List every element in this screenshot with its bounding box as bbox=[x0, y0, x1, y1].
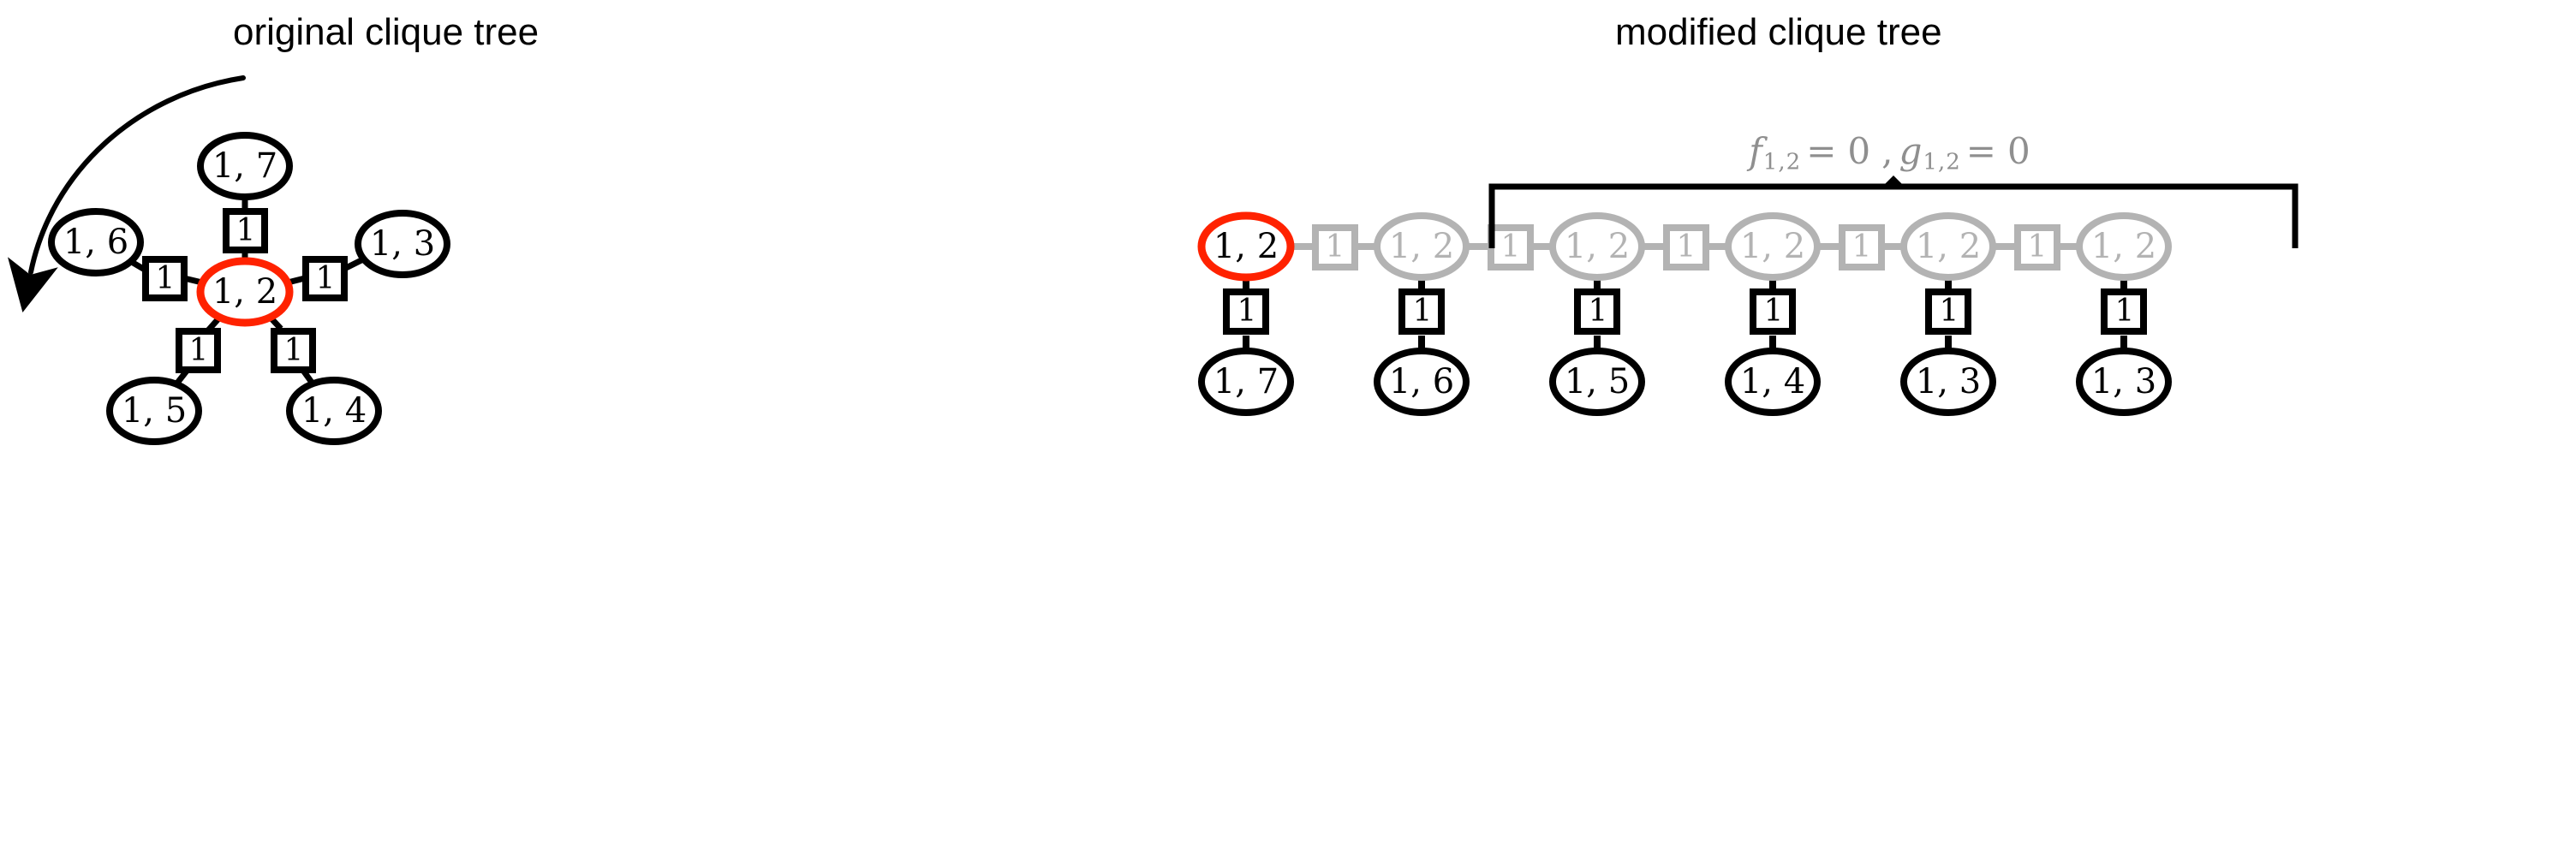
ghost-clique-node-3[interactable] bbox=[1549, 212, 1645, 281]
modified-leaf-label-1-3: 1, 3 bbox=[1915, 362, 1982, 401]
modified-clique-node-1-5[interactable] bbox=[1549, 348, 1645, 416]
modified-leaf-label-1-4: 1, 4 bbox=[1739, 362, 1806, 401]
transformation-arrow bbox=[8, 75, 246, 313]
modified-clique-label-root: 1, 2 bbox=[1213, 227, 1279, 266]
panel-title-modified: modified clique tree bbox=[1615, 11, 1942, 53]
modified-clique-node-1-4[interactable] bbox=[1725, 348, 1821, 416]
ghost-clique-node-4[interactable] bbox=[1725, 212, 1821, 281]
formula-f-symbol: f bbox=[1749, 129, 1763, 172]
separator-node-upper-right[interactable] bbox=[302, 256, 348, 301]
ghost-separator-label-4: 1 bbox=[1852, 229, 1872, 265]
clique-label-center-1-2: 1, 2 bbox=[212, 272, 278, 312]
separator-node-upper-left[interactable] bbox=[142, 256, 188, 301]
formula-g-symbol: g bbox=[1899, 129, 1923, 172]
ghost-separator-3[interactable] bbox=[1663, 224, 1709, 271]
leaf-separator-label-1-7: 1 bbox=[1237, 294, 1257, 329]
formula-f-subscript: 1,2 bbox=[1762, 149, 1802, 175]
clique-node-center-1-2[interactable] bbox=[196, 257, 294, 327]
modified-clique-node-last[interactable] bbox=[2076, 348, 2172, 416]
modified-leaf-label-1-6: 1, 6 bbox=[1388, 362, 1455, 401]
leaf-separator-last[interactable] bbox=[2101, 288, 2147, 335]
modified-ghost-separators bbox=[1312, 224, 2060, 271]
ghost-clique-node-2[interactable] bbox=[1374, 212, 1470, 281]
ghost-separator-label-1: 1 bbox=[1325, 229, 1345, 265]
clique-node-1-4[interactable] bbox=[286, 377, 382, 445]
leaf-separator-1-5[interactable] bbox=[1574, 288, 1620, 335]
leaf-separator-label-last: 1 bbox=[2114, 294, 2135, 329]
modified-leaf-label-last: 1, 3 bbox=[2090, 362, 2157, 401]
separator-label-upper-right: 1 bbox=[315, 261, 336, 296]
ghost-clique-label-5: 1, 2 bbox=[1915, 227, 1982, 266]
ghost-separator-label-2: 1 bbox=[1500, 229, 1521, 265]
leaf-separator-label-1-4: 1 bbox=[1763, 294, 1784, 329]
separator-node-lower-left[interactable] bbox=[176, 328, 221, 373]
modified-leaf-label-1-5: 1, 5 bbox=[1564, 362, 1631, 401]
separator-node-up[interactable] bbox=[223, 208, 268, 253]
ghost-clique-node-5[interactable] bbox=[1900, 212, 1996, 281]
ghost-separator-label-3: 1 bbox=[1676, 229, 1696, 265]
separator-label-up: 1 bbox=[236, 213, 256, 248]
leaf-separator-1-3[interactable] bbox=[1925, 288, 1971, 335]
clique-label-1-3: 1, 3 bbox=[369, 224, 436, 264]
separator-label-lower-left: 1 bbox=[188, 333, 209, 368]
separator-node-lower-right[interactable] bbox=[271, 328, 316, 373]
separator-label-lower-right: 1 bbox=[283, 333, 304, 368]
leaf-separator-1-7[interactable] bbox=[1223, 288, 1269, 335]
formula-f-value: 0 bbox=[1847, 129, 1872, 172]
modified-clique-node-1-3[interactable] bbox=[1900, 348, 1996, 416]
formula-equals-2: = bbox=[1965, 129, 1998, 172]
ghost-clique-label-2: 1, 2 bbox=[1388, 227, 1455, 266]
ghost-clique-label-4: 1, 2 bbox=[1739, 227, 1806, 266]
clique-label-1-7: 1, 7 bbox=[212, 146, 278, 186]
clique-node-1-7[interactable] bbox=[197, 132, 293, 200]
ghost-separator-4[interactable] bbox=[1839, 224, 1885, 271]
modified-clique-node-1-6[interactable] bbox=[1374, 348, 1470, 416]
formula-g-value: 0 bbox=[2007, 129, 2031, 172]
clique-node-1-6[interactable] bbox=[48, 208, 144, 276]
ghost-clique-label-3: 1, 2 bbox=[1564, 227, 1631, 266]
formula-comma: , bbox=[1881, 129, 1894, 172]
panel-title-original: original clique tree bbox=[233, 11, 540, 53]
clique-label-1-4: 1, 4 bbox=[301, 391, 367, 431]
leaf-separator-label-1-3: 1 bbox=[1939, 294, 1959, 329]
original-leaf-cliques bbox=[48, 132, 450, 445]
ghost-clique-node-6[interactable] bbox=[2076, 212, 2172, 281]
formula-equals-1: = bbox=[1806, 129, 1838, 172]
separator-label-upper-left: 1 bbox=[155, 261, 176, 296]
modified-leaf-label-1-7: 1, 7 bbox=[1213, 362, 1279, 401]
modified-leaf-cliques bbox=[1198, 348, 2172, 416]
leaf-separator-label-1-6: 1 bbox=[1412, 294, 1433, 329]
ghost-separator-label-5: 1 bbox=[2027, 229, 2048, 265]
leaf-separator-1-4[interactable] bbox=[1750, 288, 1796, 335]
clique-label-1-5: 1, 5 bbox=[121, 391, 188, 431]
leaf-separator-1-6[interactable] bbox=[1398, 288, 1445, 335]
formula-g-subscript: 1,2 bbox=[1923, 149, 1961, 175]
modified-leaf-separators bbox=[1223, 288, 2147, 335]
clique-node-1-5[interactable] bbox=[106, 377, 202, 445]
modified-clique-node-root-1-2[interactable] bbox=[1197, 211, 1295, 282]
clique-label-1-6: 1, 6 bbox=[63, 223, 129, 262]
ghost-clique-label-6: 1, 2 bbox=[2090, 227, 2157, 266]
annotation-formula: f1,2=0,g1,2=0 bbox=[1749, 130, 2036, 175]
ghost-separator-1[interactable] bbox=[1312, 224, 1358, 271]
original-separators bbox=[142, 208, 348, 373]
annotation-brace bbox=[1488, 175, 2299, 248]
modified-ghost-cliques bbox=[1374, 212, 2172, 281]
modified-clique-node-1-7[interactable] bbox=[1198, 348, 1294, 416]
clique-node-1-3[interactable] bbox=[355, 210, 450, 278]
leaf-separator-label-1-5: 1 bbox=[1588, 294, 1608, 329]
ghost-separator-5[interactable] bbox=[2014, 224, 2060, 271]
modified-vertical-edges bbox=[1243, 274, 2127, 353]
